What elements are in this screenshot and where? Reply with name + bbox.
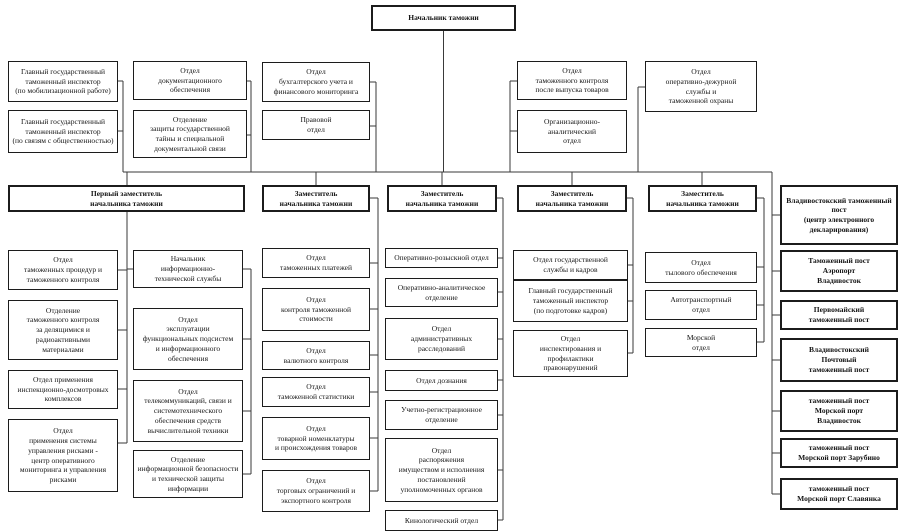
org-box-personnel: Отдел государственной службы и кадров xyxy=(513,250,628,280)
org-box-operational-duty: Отдел оперативно-дежурной службы и тамож… xyxy=(645,61,757,112)
org-box-currency-control: Отдел валютного контроля xyxy=(262,341,370,370)
org-box-post-airport: Таможенный пост Аэропорт Владивосток xyxy=(780,250,898,292)
org-box-post-seaport-slavyanka: таможенный пост Морской порт Славянка xyxy=(780,478,898,510)
org-box-post-seaport-zarubino: таможенный пост Морской порт Зарубино xyxy=(780,438,898,468)
org-box-org-analytical: Организационно- аналитический отдел xyxy=(517,110,627,153)
org-box-head-of-customs: Начальник таможни xyxy=(371,5,516,31)
org-box-marine: Морской отдел xyxy=(645,328,757,357)
org-box-motor-transport: Автотранспортный отдел xyxy=(645,290,757,320)
org-box-telecom: Отдел телекоммуникаций, связи и системот… xyxy=(133,380,243,442)
org-box-operational-search: Оперативно-розыскной отдел xyxy=(385,248,498,268)
org-box-post-release-control: Отдел таможенного контроля после выпуска… xyxy=(517,61,627,100)
org-box-risk-management: Отдел применения системы управления риск… xyxy=(8,419,118,492)
org-box-registration: Учетно-регистрационное отделение xyxy=(385,400,498,430)
org-box-deputy-3: Заместитель начальника таможни xyxy=(387,185,497,212)
org-box-inspection-prevention: Отдел инспектирования и профилактики пра… xyxy=(513,330,628,377)
org-box-trade-restrictions: Отдел торговых ограничений и экспортного… xyxy=(262,470,370,512)
org-box-customs-procedures: Отдел таможенных процедур и таможенного … xyxy=(8,250,118,290)
org-box-inspector-mobilization: Главный государственный таможенный инспе… xyxy=(8,61,118,102)
org-box-deputy-5: Заместитель начальника таможни xyxy=(648,185,757,212)
org-box-radioactive-control: Отделение таможенного контроля за делящи… xyxy=(8,300,118,360)
org-box-operational-analytical: Оперативно-аналитическое отделение xyxy=(385,278,498,307)
org-box-post-ecd-center: Владивостокский таможенный пост (центр э… xyxy=(780,185,898,245)
org-box-first-deputy: Первый заместитель начальника таможни xyxy=(8,185,245,212)
org-box-deputy-2: Заместитель начальника таможни xyxy=(262,185,370,212)
org-box-functional-subsystems: Отдел эксплуатации функциональных подсис… xyxy=(133,308,243,370)
org-box-customs-payments: Отдел таможенных платежей xyxy=(262,248,370,278)
org-box-inquiry: Отдел дознания xyxy=(385,370,498,391)
org-box-infosec: Отделение информационной безопасности и … xyxy=(133,450,243,498)
org-box-post-postal: Владивостокский Почтовый таможенный пост xyxy=(780,338,898,382)
org-box-customs-statistics: Отдел таможенной статистики xyxy=(262,377,370,407)
org-box-post-seaport-vladivostok: таможенный пост Морской порт Владивосток xyxy=(780,390,898,432)
org-box-inspection-complexes: Отдел применения инспекционно-досмотровы… xyxy=(8,370,118,409)
org-box-inspector-public-relations: Главный государственный таможенный инспе… xyxy=(8,110,118,153)
org-box-logistics: Отдел тылового обеспечения xyxy=(645,252,757,283)
org-box-nomenclature: Отдел товарной номенклатуры и происхожде… xyxy=(262,417,370,460)
org-box-deputy-4: Заместитель начальника таможни xyxy=(517,185,627,212)
org-box-post-pervomaisky: Первомайский таможенный пост xyxy=(780,300,898,330)
org-box-property-disposal: Отдел распоряжения имуществом и исполнен… xyxy=(385,438,498,502)
org-box-it-service-head: Начальник информационно- технической слу… xyxy=(133,250,243,288)
org-box-doc-support: Отдел документационного обеспечения xyxy=(133,61,247,100)
org-box-training-inspector: Главный государственный таможенный инспе… xyxy=(513,280,628,322)
org-box-legal: Правовой отдел xyxy=(262,110,370,140)
org-box-admin-investigations: Отдел административных расследований xyxy=(385,318,498,360)
org-box-accounting: Отдел бухгалтерского учета и финансового… xyxy=(262,62,370,102)
org-box-state-secrets: Отделение защиты государственной тайны и… xyxy=(133,110,247,158)
org-box-customs-value-control: Отдел контроля таможенной стоимости xyxy=(262,288,370,331)
org-box-canine: Кинологический отдел xyxy=(385,510,498,531)
